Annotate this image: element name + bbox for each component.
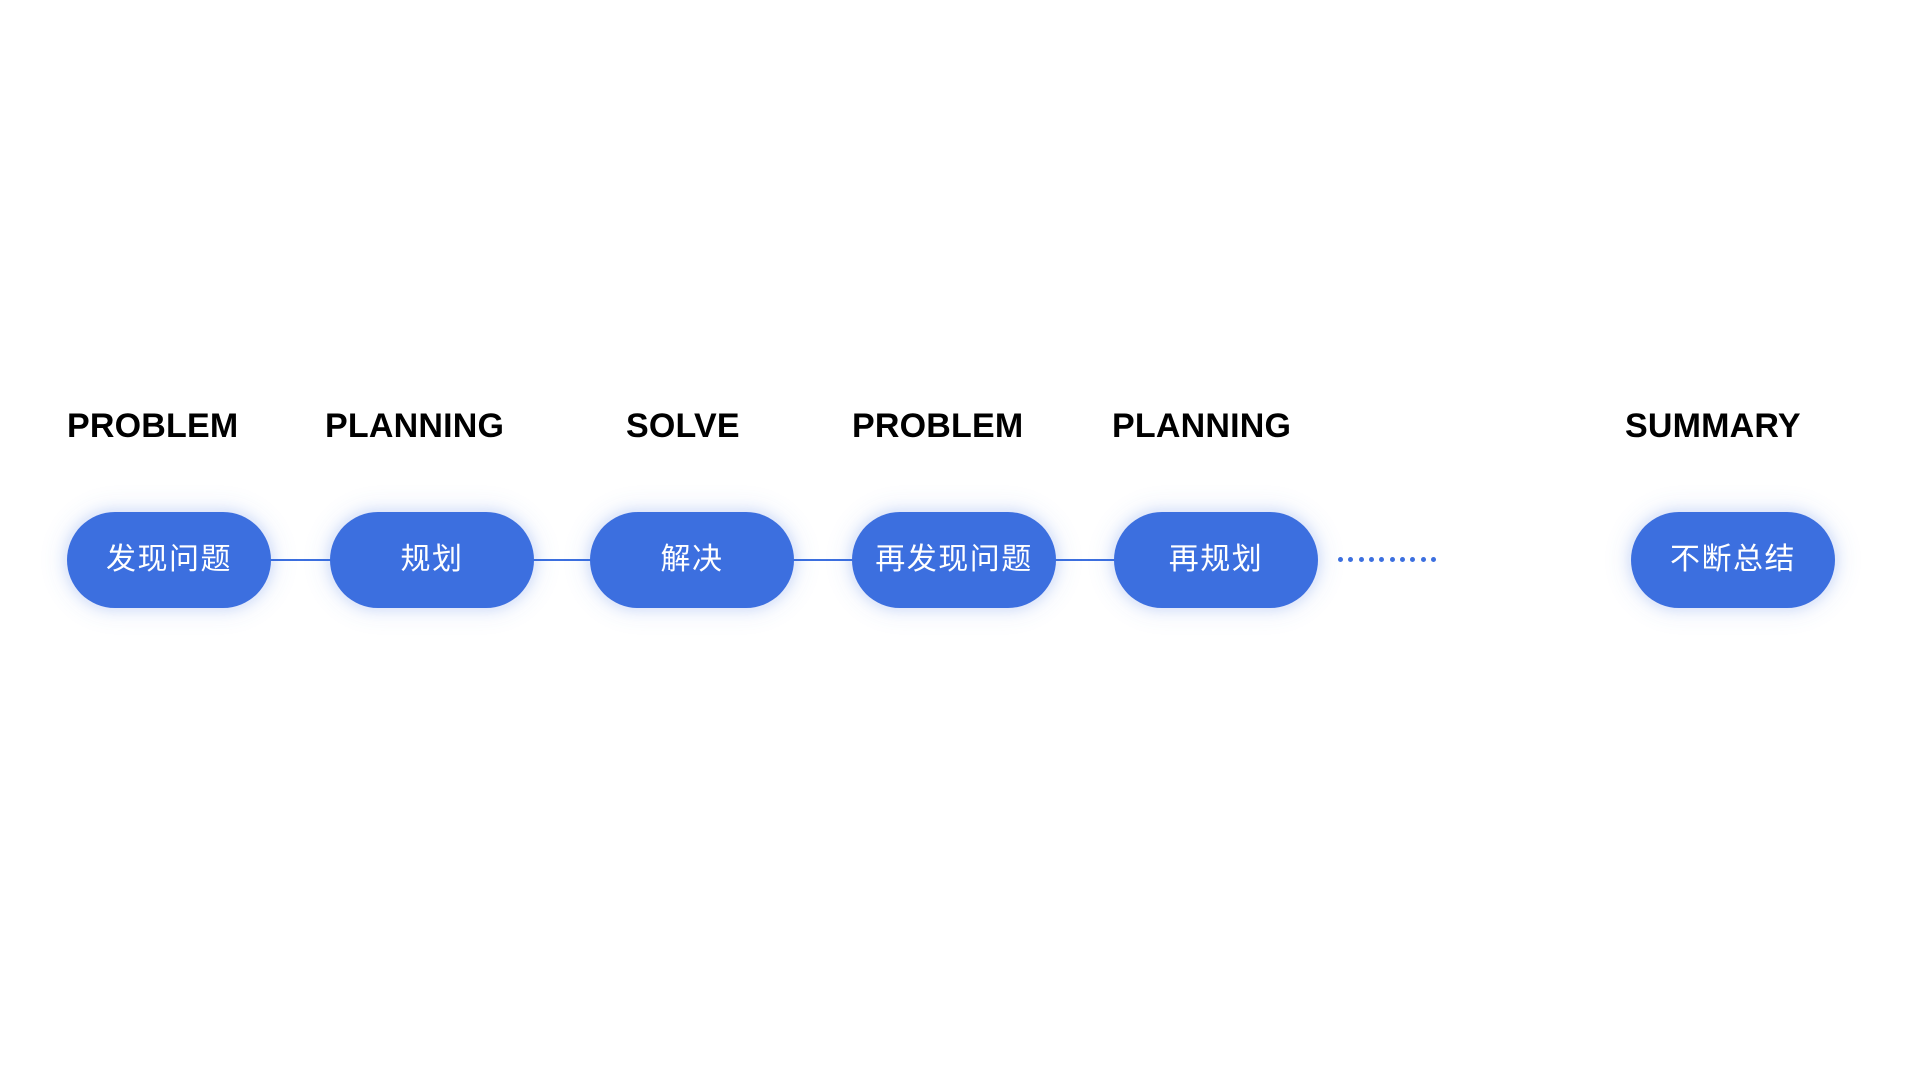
connector-dot [1338,556,1343,562]
connector-dot [1348,556,1354,562]
stage-label-5: PLANNING [1112,407,1292,445]
process-node-label: 规划 [400,542,464,577]
process-node-4[interactable]: 再发现问题 [852,512,1056,608]
connector-dot [1430,556,1436,562]
process-node-2[interactable]: 规划 [330,512,534,608]
connector-dot [1358,556,1364,562]
connector-line-2 [530,559,592,561]
connector-dot [1389,556,1395,562]
connector-dot [1410,556,1416,562]
connector-dot [1420,556,1426,562]
dotted-connector-line [1338,556,1436,562]
stage-label-2: PLANNING [325,407,505,445]
connector-line-1 [268,559,332,561]
stage-label-4: PROBLEM [852,407,1024,445]
process-node-label: 发现问题 [106,542,232,577]
stage-label-3: SOLVE [626,407,740,445]
process-node-label: 再发现问题 [875,542,1033,577]
connector-dot [1379,556,1385,562]
connector-dot [1368,556,1374,562]
process-node-label: 解决 [660,542,724,577]
process-node-1[interactable]: 发现问题 [67,512,271,608]
connector-line-4 [1052,559,1116,561]
stage-label-6: SUMMARY [1625,407,1801,445]
process-node-label: 不断总结 [1670,542,1796,577]
process-node-3[interactable]: 解决 [590,512,794,608]
process-node-label: 再规划 [1168,542,1264,577]
process-node-5[interactable]: 再规划 [1114,512,1318,608]
stage-label-1: PROBLEM [67,407,239,445]
connector-line-3 [790,559,854,561]
process-node-6[interactable]: 不断总结 [1631,512,1835,608]
connector-dot [1399,556,1405,562]
